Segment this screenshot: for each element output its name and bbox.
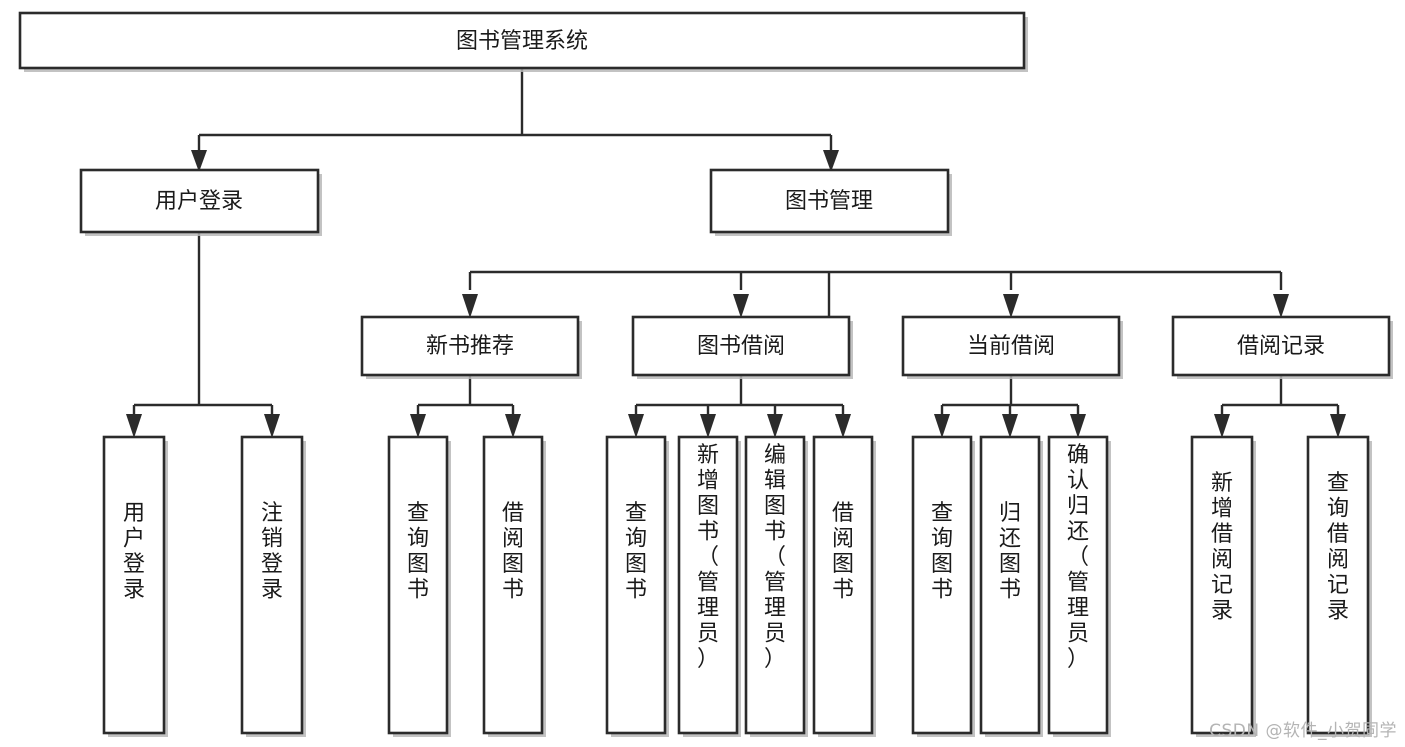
arrowhead-to-leaf-query-book-3 (934, 414, 950, 438)
arrowhead-to-leaf-user-login (126, 414, 142, 438)
leaf-user-logout-label: 注销登录 (261, 501, 283, 603)
node-current-borrow[interactable]: 当前借阅 (901, 315, 1123, 379)
leaf-user-logout[interactable]: 注销登录 (240, 435, 306, 737)
node-layer: 图书管理系统 用户登录 图书管理 新书推荐 图书借阅 当前借阅 (18, 11, 1393, 737)
leaf-confirm-return[interactable]: 确认归还（管理员） (1047, 435, 1111, 737)
leaf-return-book-box[interactable] (979, 435, 1041, 735)
node-borrow-record-label: 借阅记录 (1237, 334, 1325, 359)
node-root-box[interactable] (18, 11, 1026, 70)
leaf-query-record[interactable]: 查询借阅记录 (1306, 435, 1372, 737)
leaf-user-login-label: 用户登录 (123, 501, 145, 603)
leaf-edit-book[interactable]: 编辑图书（管理员） (744, 435, 808, 737)
connector-borrowrecord-bus (1220, 375, 1340, 416)
leaf-query-book-2-box[interactable] (605, 435, 667, 735)
arrowhead-to-leaf-borrow-book-2 (835, 414, 851, 438)
arrowhead-to-leaf-query-book-2 (628, 414, 644, 438)
leaf-borrow-book-2-label: 借阅图书 (832, 501, 854, 603)
leaf-query-book-2[interactable]: 查询图书 (605, 435, 669, 737)
leaf-query-record-box[interactable] (1306, 435, 1370, 735)
node-user-login-label: 用户登录 (155, 189, 243, 214)
connector-bookmanage-bus (468, 270, 1283, 375)
node-book-borrow-box[interactable] (631, 315, 851, 377)
connector-layer (126, 68, 1346, 438)
arrowhead-to-current-borrow (1003, 294, 1019, 318)
leaf-borrow-book-2-box[interactable] (812, 435, 874, 735)
arrowhead-to-leaf-confirm-return (1070, 414, 1086, 438)
node-book-manage-label: 图书管理 (785, 189, 873, 214)
leaf-return-book[interactable]: 归还图书 (979, 435, 1043, 737)
arrowhead-to-leaf-add-record (1214, 414, 1230, 438)
leaf-add-record-label: 新增借阅记录 (1211, 471, 1233, 624)
arrowhead-to-book-borrow (733, 294, 749, 318)
arrowhead-to-borrow-record (1273, 294, 1289, 318)
arrowhead-to-leaf-add-book (700, 414, 716, 438)
arrowhead-to-leaf-user-logout (264, 414, 280, 438)
leaf-borrow-book-1-box[interactable] (482, 435, 544, 735)
connector-userlogin-bus (132, 232, 274, 416)
node-borrow-record-box[interactable] (1171, 315, 1391, 377)
node-user-login[interactable]: 用户登录 (79, 168, 322, 236)
leaf-edit-book-label: 编辑图书（管理员） (764, 443, 786, 672)
leaf-query-book-2-label: 查询图书 (625, 501, 647, 603)
node-book-manage-box[interactable] (709, 168, 950, 234)
leaf-add-book-label: 新增图书（管理员） (697, 443, 719, 672)
arrowhead-to-leaf-query-book-1 (410, 414, 426, 438)
leaf-confirm-return-box[interactable] (1047, 435, 1109, 735)
node-root-label: 图书管理系统 (456, 29, 588, 54)
arrowhead-to-leaf-edit-book (767, 414, 783, 438)
leaf-query-book-3[interactable]: 查询图书 (911, 435, 975, 737)
node-new-book-rec-box[interactable] (360, 315, 580, 377)
leaf-query-book-3-box[interactable] (911, 435, 973, 735)
node-book-borrow[interactable]: 图书借阅 (631, 315, 853, 379)
connector-bookborrow-bus (634, 375, 845, 416)
leaf-query-book-3-label: 查询图书 (931, 501, 953, 603)
node-borrow-record[interactable]: 借阅记录 (1171, 315, 1393, 379)
node-current-borrow-box[interactable] (901, 315, 1121, 377)
leaf-add-book-box[interactable] (677, 435, 739, 735)
leaf-add-record-box[interactable] (1190, 435, 1254, 735)
arrowhead-to-leaf-borrow-book-1 (505, 414, 521, 438)
leaf-borrow-book-1-label: 借阅图书 (502, 501, 524, 603)
leaf-query-book-1-label: 查询图书 (407, 501, 429, 603)
connector-currentborrow-bus (940, 375, 1080, 416)
node-current-borrow-label: 当前借阅 (967, 334, 1055, 359)
node-user-login-box[interactable] (79, 168, 320, 234)
node-root[interactable]: 图书管理系统 (18, 11, 1028, 72)
node-new-book-rec-label: 新书推荐 (426, 334, 514, 359)
arrowhead-to-new-book-rec (462, 294, 478, 318)
leaf-borrow-book-1[interactable]: 借阅图书 (482, 435, 546, 737)
arrowhead-to-user-login (191, 150, 207, 172)
arrowhead-to-leaf-return-book (1002, 414, 1018, 438)
connector-root-bus (197, 68, 833, 158)
arrowhead-to-leaf-query-record (1330, 414, 1346, 438)
connector-newbookrec-bus (416, 375, 515, 416)
node-book-borrow-label: 图书借阅 (697, 334, 785, 359)
node-book-manage[interactable]: 图书管理 (709, 168, 952, 236)
leaf-borrow-book-2[interactable]: 借阅图书 (812, 435, 876, 737)
leaf-add-book[interactable]: 新增图书（管理员） (677, 435, 741, 737)
leaf-user-logout-box[interactable] (240, 435, 304, 735)
leaf-query-record-label: 查询借阅记录 (1327, 471, 1349, 624)
leaf-user-login-box[interactable] (102, 435, 166, 735)
leaf-query-book-1-box[interactable] (387, 435, 449, 735)
leaf-return-book-label: 归还图书 (999, 501, 1021, 603)
leaf-query-book-1[interactable]: 查询图书 (387, 435, 451, 737)
leaf-user-login[interactable]: 用户登录 (102, 435, 168, 737)
leaf-confirm-return-label: 确认归还（管理员） (1067, 443, 1089, 672)
arrowhead-to-book-manage (823, 150, 839, 172)
leaf-add-record[interactable]: 新增借阅记录 (1190, 435, 1256, 737)
node-new-book-rec[interactable]: 新书推荐 (360, 315, 582, 379)
leaf-edit-book-box[interactable] (744, 435, 806, 735)
